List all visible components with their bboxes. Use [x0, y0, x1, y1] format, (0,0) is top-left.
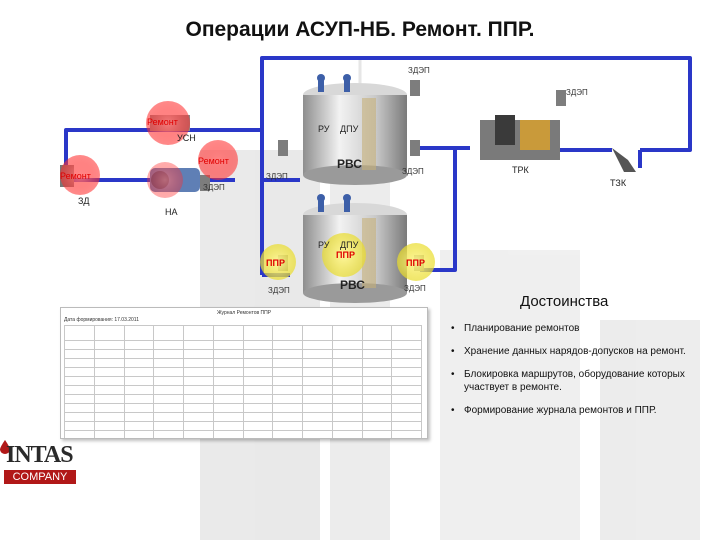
na-label: НА: [165, 207, 178, 217]
table-row: [64, 358, 422, 368]
uzn-label: УСН: [177, 133, 196, 143]
repair-journal-preview: Журнал Ремонтов ППР Дата формирования: 1…: [60, 307, 428, 439]
drop-icon: [0, 440, 10, 454]
advantages-list: • Планирование ремонтов • Хранение данных …: [450, 322, 712, 427]
advantage-text: Хранение данных нарядов-допусков на ремо…: [464, 346, 686, 357]
zdp-label-6: ЗДЭП: [268, 286, 290, 295]
table-row: [64, 340, 422, 350]
list-item: • Формирование журнала ремонтов и ППР.: [450, 404, 712, 417]
table-row: [64, 376, 422, 386]
zdp-label-2: ЗДЭП: [266, 172, 288, 181]
zdp-label-1: ЗДЭП: [203, 183, 225, 192]
bullet-icon: •: [451, 405, 455, 416]
advantage-text: Формирование журнала ремонтов и ППР.: [464, 405, 657, 416]
advantage-text: Планирование ремонтов: [464, 323, 580, 334]
company-logo: INTAS COMPANY: [0, 440, 82, 498]
journal-title: Журнал Ремонтов ППР: [216, 310, 272, 316]
trk-dispenser: [480, 115, 560, 160]
tzk-nozzle: [612, 148, 636, 172]
table-row: [64, 421, 422, 431]
table-row: [64, 394, 422, 404]
advantages-title: Достоинства: [520, 293, 609, 310]
table-row: [64, 430, 422, 438]
ppr-badge-2[interactable]: ППР: [336, 250, 355, 260]
ppr-halos: [260, 233, 435, 281]
bullet-icon: •: [451, 346, 455, 357]
background-tower: [200, 60, 700, 540]
ru-label-2: РУ: [318, 240, 330, 250]
journal-subtitle: Дата формирования: 17.03.2011: [64, 317, 140, 323]
ru-label-1: РУ: [318, 124, 330, 134]
zdp-label-3: ЗДЭП: [402, 167, 424, 176]
repair-badge-1[interactable]: Ремонт: [147, 117, 178, 127]
trk-label: ТРК: [512, 165, 529, 175]
ppr-badge-3[interactable]: ППР: [406, 258, 425, 268]
zd-label: ЗД: [78, 196, 90, 206]
bullet-icon: •: [451, 323, 455, 334]
table-row: [64, 349, 422, 359]
tank-bottom: [303, 203, 407, 303]
page-title: Операции АСУП-НБ. Ремонт. ППР.: [185, 18, 535, 41]
zdp-label-4: ЗДЭП: [408, 66, 430, 75]
tank-top: [303, 83, 407, 185]
dpu-label-2: ДПУ: [340, 240, 359, 250]
tzk-label: ТЗК: [610, 178, 627, 188]
bullet-icon: •: [451, 369, 455, 380]
journal-header-row: [64, 325, 422, 341]
table-row: [64, 412, 422, 422]
dpu-label-1: ДПУ: [340, 124, 359, 134]
advantage-text: Блокировка маршрутов, оборудование котор…: [464, 369, 685, 393]
table-row: [64, 403, 422, 413]
journal-table: [64, 325, 422, 438]
zdp-label-7: ЗДЭП: [404, 284, 426, 293]
list-item: • Хранение данных нарядов-допусков на рем…: [450, 345, 712, 358]
ppr-badge-1[interactable]: ППР: [266, 258, 285, 268]
sensors: [317, 74, 351, 212]
logo-company: COMPANY: [4, 470, 76, 484]
table-row: [64, 367, 422, 377]
zdp-label-5: ЗДЭП: [566, 88, 588, 97]
rvs-label-1: РВС: [337, 157, 362, 171]
rvs-label-2: РВС: [340, 278, 365, 292]
list-item: • Планирование ремонтов: [450, 322, 712, 335]
repair-badge-3[interactable]: Ремонт: [60, 171, 91, 181]
repair-halos: [60, 101, 238, 198]
logo-brand: INTAS: [6, 442, 74, 468]
list-item: • Блокировка маршрутов, оборудование кото…: [450, 368, 712, 394]
repair-badge-2[interactable]: Ремонт: [198, 156, 229, 166]
table-row: [64, 385, 422, 395]
